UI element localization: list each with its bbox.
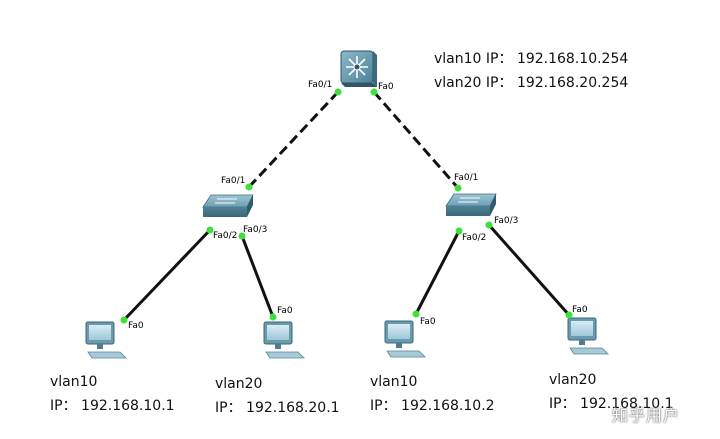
port-dot-pc3	[412, 310, 420, 318]
pc-4-caption: vlan20 IP： 192.168.10.1	[549, 371, 674, 413]
port-dot-router-right	[370, 88, 378, 96]
switch-1-arrows-icon	[215, 198, 237, 204]
pc-1-ip: 192.168.10.1	[81, 398, 175, 414]
switch-2-arrows-icon	[458, 197, 480, 203]
port-dot-pc2	[269, 313, 277, 321]
router-vlan20-ip: 192.168.20.254	[516, 75, 629, 91]
pc-1-vlan: vlan10	[50, 374, 98, 390]
port-labels: Fa0/1 Fa0 Fa0/1 Fa0/2 Fa0/3 Fa0/1 Fa0/2 …	[128, 80, 588, 331]
pc-1-ip-line: IP： 192.168.10.1	[50, 397, 175, 415]
pc-1-caption: vlan10 IP： 192.168.10.1	[50, 373, 175, 415]
pc-1-stand	[97, 344, 103, 349]
pc-3-ip-label: IP：	[370, 398, 397, 414]
port-dot-switch2-fa02	[455, 227, 463, 235]
router-vlan10-ip-label: IP：	[485, 51, 513, 67]
router-vlan10-name: vlan10	[434, 51, 482, 67]
router-vlan20-line: vlan20 IP： 192.168.20.254	[434, 74, 628, 92]
port-label-router-right: Fa0	[378, 82, 394, 92]
pc-2-vlan: vlan20	[215, 376, 263, 392]
pc-1-keyboard	[87, 351, 127, 359]
port-label-switch2-fa03: Fa0/3	[494, 216, 518, 226]
switch-2[interactable]	[445, 193, 497, 216]
port-label-pc4: Fa0	[572, 305, 588, 315]
switch-2-top	[445, 193, 497, 207]
router-vlan-info: vlan10 IP： 192.168.10.254 vlan20 IP： 192…	[434, 50, 628, 92]
link-switch2-pc4[interactable]	[487, 224, 571, 316]
port-dots	[120, 88, 573, 324]
port-dot-router-left	[334, 88, 342, 96]
port-label-router-left: Fa0/1	[308, 80, 332, 90]
switch-1-front	[203, 207, 247, 217]
port-label-switch1-uplink: Fa0/1	[221, 176, 245, 186]
router-side	[373, 51, 377, 87]
port-dot-switch2-fa03	[485, 221, 493, 229]
switch-1-side	[247, 195, 253, 217]
pc-4-ip-line: IP： 192.168.10.1	[549, 395, 674, 413]
router-vlan10-line: vlan10 IP： 192.168.10.254	[434, 50, 628, 68]
pc-3-vlan: vlan10	[370, 374, 418, 390]
link-switch2-pc3[interactable]	[414, 230, 461, 315]
link-switch1-pc1[interactable]	[122, 228, 212, 322]
port-label-pc1: Fa0	[128, 321, 144, 331]
pc-3-ip: 192.168.10.2	[401, 398, 495, 414]
router[interactable]	[340, 50, 377, 87]
pc-2-screen	[267, 325, 289, 340]
switch-2-side	[490, 194, 496, 216]
port-dot-pc4	[565, 311, 573, 319]
port-label-pc2: Fa0	[277, 306, 293, 316]
router-vlan20-name: vlan20	[434, 75, 482, 91]
router-vlan20-ip-label: IP：	[485, 75, 513, 91]
port-dot-switch2-uplink	[454, 184, 462, 192]
pc-4-keyboard	[569, 347, 609, 355]
pc-3[interactable]	[384, 320, 426, 358]
router-center-dot	[353, 63, 361, 71]
switch-1[interactable]	[202, 194, 254, 217]
port-dot-pc1	[120, 316, 128, 324]
pc-1-ip-label: IP：	[50, 398, 77, 414]
pc-4-screen	[571, 321, 593, 336]
pc-2-caption: vlan20 IP： 192.168.20.1	[215, 375, 340, 417]
pc-3-stand	[396, 343, 402, 348]
pc-4-ip: 192.168.10.1	[580, 396, 674, 412]
link-router-switch2[interactable]	[372, 91, 460, 189]
pc-2-keyboard	[265, 351, 305, 359]
pc-2-ip-line: IP： 192.168.20.1	[215, 399, 340, 417]
pc-2-ip: 192.168.20.1	[246, 400, 340, 416]
pc-4-vlan: vlan20	[549, 372, 597, 388]
port-dot-switch1-uplink	[245, 183, 253, 191]
port-label-switch1-fa02: Fa0/2	[213, 231, 237, 241]
link-switch1-pc2[interactable]	[240, 235, 275, 318]
pc-1[interactable]	[85, 321, 127, 359]
pc-3-screen	[388, 324, 410, 339]
links	[122, 90, 571, 322]
pc-4-stand	[579, 340, 585, 345]
switch-2-front	[446, 206, 490, 216]
pc-1-screen	[89, 325, 111, 340]
pc-4[interactable]	[567, 317, 609, 355]
pc-2[interactable]	[263, 321, 305, 359]
router-bottom	[341, 83, 377, 87]
pc-2-ip-label: IP：	[215, 400, 242, 416]
port-label-pc3: Fa0	[420, 317, 436, 327]
link-router-switch1[interactable]	[247, 90, 340, 189]
port-label-switch2-fa02: Fa0/2	[462, 233, 486, 243]
port-label-switch1-fa03: Fa0/3	[243, 225, 267, 235]
watermark: 知乎用户	[612, 406, 681, 425]
port-dot-switch1-fa03	[238, 232, 246, 240]
switch-1-top	[202, 194, 254, 208]
port-dot-switch1-fa02	[206, 226, 214, 234]
port-label-switch2-uplink: Fa0/1	[454, 173, 478, 183]
pc-4-ip-label: IP：	[549, 396, 576, 412]
pc-3-caption: vlan10 IP： 192.168.10.2	[370, 373, 495, 415]
pc-2-stand	[275, 344, 281, 349]
pc-3-ip-line: IP： 192.168.10.2	[370, 397, 495, 415]
pc-3-keyboard	[386, 350, 426, 358]
router-vlan10-ip: 192.168.10.254	[516, 51, 629, 67]
